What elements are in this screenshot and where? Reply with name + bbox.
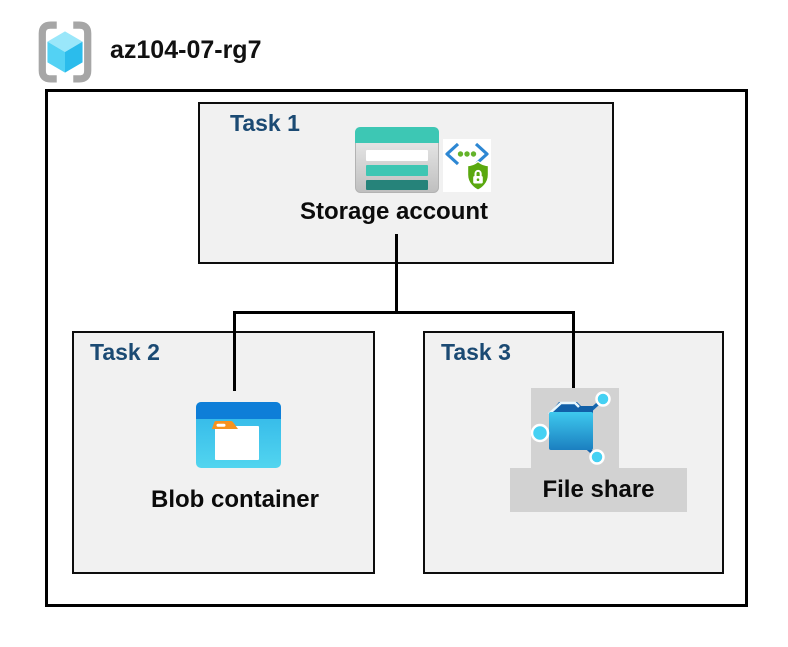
connector-horizontal-split (233, 311, 575, 314)
file-share-icon (531, 391, 611, 465)
connector-to-file-share (572, 311, 575, 389)
task2-label: Task 2 (90, 339, 160, 365)
connector-to-blob-container (233, 311, 236, 391)
sas-lock-icon (443, 139, 491, 192)
blob-container-label: Blob container (150, 486, 319, 513)
file-share-icon-panel (531, 388, 619, 468)
task3-label: Task 3 (441, 339, 511, 365)
connector-storage-down (395, 234, 398, 313)
storage-account-icon (355, 127, 439, 193)
blob-container-icon (196, 402, 281, 468)
storage-account-label: Storage account (299, 198, 489, 225)
task1-label: Task 1 (230, 110, 300, 136)
file-share-label: File share (542, 476, 655, 503)
resource-group-title: az104-07-rg7 (110, 36, 262, 64)
file-share-label-panel: File share (510, 468, 687, 512)
task1-box: Task 1 (198, 102, 614, 264)
resource-group-icon (38, 21, 92, 83)
